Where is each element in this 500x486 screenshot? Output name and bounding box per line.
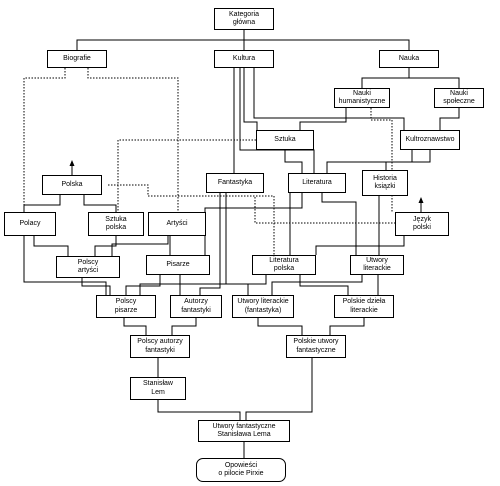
node-fantastyka[interactable]: Fantastyka (206, 173, 264, 193)
node-utwory-literackie[interactable]: Utwory literackie (350, 255, 404, 275)
edge-kultroznawstwo-historia (385, 150, 413, 170)
edge-sztuka-literatura (284, 150, 303, 173)
edge-sztukapolska-polscyartysci (94, 236, 117, 256)
edge-kultroznawstwo-literatura (326, 150, 431, 173)
node-historia-ksiazki[interactable]: Historia ksiązki (362, 170, 408, 196)
edge-kultura-literatura (239, 68, 315, 173)
edge-utwory-utworyfantastyka (271, 275, 363, 295)
edge-nauka-spoleczne (409, 77, 460, 88)
edge-dotted-sztuka-sztukapolska (117, 139, 256, 212)
edge-dziela-polskieutwory (329, 318, 365, 335)
edge-nauka-humanistyczne (361, 68, 410, 88)
edge-humanistyczne-sztuka (299, 108, 347, 130)
edge-lem-utworylema (157, 400, 241, 420)
node-opowiesci-o-pilocie-pirxie[interactable]: Opowieści o pilocie Pirxie (196, 458, 286, 482)
node-polscy-autorzy-fantastyki[interactable]: Polscy autorzy fantastyki (130, 335, 190, 358)
node-biografie[interactable]: Biografie (47, 50, 107, 68)
edge-polskieutwory-utworylema (245, 358, 313, 420)
node-polscy-artysci[interactable]: Polscy artyści (56, 256, 120, 278)
node-polacy[interactable]: Polacy (4, 212, 56, 236)
node-polska[interactable]: Polska (42, 175, 102, 195)
node-utwory-fantastyczne-lema[interactable]: Utwory fantastyczne Stanisława Lema (198, 420, 290, 442)
edge-root-biografie (76, 39, 244, 50)
node-literatura[interactable]: Literatura (288, 173, 346, 193)
edge-polacy-polscyartysci (33, 236, 69, 256)
arrowhead-polska (69, 160, 75, 166)
edge-pisarze-polscypisarze (125, 275, 161, 295)
edge-polska-polacy (23, 195, 61, 212)
node-pisarze[interactable]: Pisarze (146, 255, 210, 275)
edge-root-nauka (244, 39, 410, 50)
node-sztuka[interactable]: Sztuka (256, 130, 314, 150)
edge-dotted-biografie-artysci (87, 68, 179, 212)
edge-dotted-polska-literaturapolska (148, 195, 275, 255)
edge-kultura-sztuka (243, 68, 258, 130)
edge-polscypisarze-polscyautorzy (123, 318, 147, 335)
edge-polska-sztukapolska (83, 195, 117, 212)
node-utwory-literackie-fantastyka[interactable]: Utwory literackie (fantastyka) (232, 295, 294, 318)
edge-dotted-biografie-polacy (23, 68, 66, 212)
node-stanislaw-lem[interactable]: Stanisław Lem (130, 377, 186, 400)
edge-literaturapolska-polscypisarze (139, 275, 267, 295)
edge-polacy-polscypisarze (23, 236, 107, 295)
node-literatura-polska[interactable]: Literatura polska (252, 255, 316, 275)
edge-fantastyka-autorzy (199, 193, 221, 295)
node-autorzy-fantastyki[interactable]: Autorzy fantastyki (170, 295, 222, 318)
edge-spoleczne-kultroznawstwo (439, 108, 460, 130)
edge-kultura-kultroznawstwo (253, 68, 405, 130)
edge-dotted-polska-jezyk (108, 184, 395, 224)
node-kategoria-glowna[interactable]: Kategoria główna (214, 8, 274, 30)
edge-jezyk-literaturapolska (315, 236, 405, 255)
node-sztuka-polska[interactable]: Sztuka polska (88, 212, 144, 236)
arrowhead-jezyk (418, 197, 424, 203)
edge-dotted-humanistyczne-jezyk (370, 108, 393, 212)
node-nauki-humanistyczne[interactable]: Nauki humanistyczne (334, 88, 390, 108)
node-polskie-utwory-fantastyczne[interactable]: Polskie utwory fantastyczne (286, 335, 346, 358)
edge-artysci-polscyartysci (111, 236, 169, 256)
node-polscy-pisarze[interactable]: Polscy pisarze (96, 295, 156, 318)
node-kultroznawstwo[interactable]: Kultroznawstwo (400, 130, 460, 150)
node-jezyk-polski[interactable]: Język polski (395, 212, 449, 236)
node-artysci[interactable]: Artyści (148, 212, 206, 236)
node-nauka[interactable]: Nauka (379, 50, 439, 68)
edge-utworyfantastyka-polskieutwory (257, 318, 303, 335)
edge-autorzy-polscyautorzy (171, 318, 197, 335)
node-polskie-dziela-literackie[interactable]: Polskie dzieła literackie (334, 295, 394, 318)
node-kultura[interactable]: Kultura (214, 50, 274, 68)
node-nauki-spoleczne[interactable]: Nauki społeczne (434, 88, 484, 108)
edge-literaturapolska-dziela (299, 275, 349, 295)
edge-literatura-utwory (321, 193, 357, 255)
